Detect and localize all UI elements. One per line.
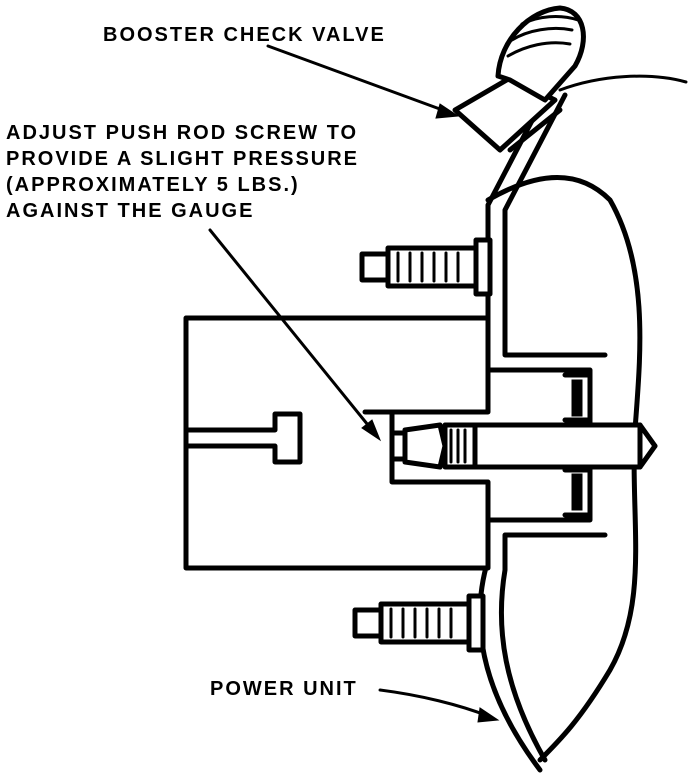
lower-mounting-stud [352,593,486,653]
mounting-flange-inner-lower [498,532,608,763]
booster-check-valve-arrow [266,44,460,119]
upper-mounting-stud [359,237,493,297]
adjust-screw-arrow [208,228,382,442]
housing-top-edge [558,74,688,92]
adjust-label-line-2: PROVIDE A SLIGHT PRESSURE [6,148,360,170]
adjust-push-rod-label: ADJUST PUSH ROD SCREW TO PROVIDE A SLIGH… [6,120,359,224]
adjust-label-line-4: AGAINST THE GAUGE [6,200,255,222]
screw-threads [449,428,467,464]
push-rod [467,422,643,470]
gauge-notch [183,411,303,465]
diaphragm-serrations [571,379,583,511]
power-unit-arrow [378,688,500,723]
gauge-tool [183,315,491,571]
diaphragm-upper [562,372,593,423]
diaphragm-lower [562,467,593,518]
booster-check-valve-label: BOOSTER CHECK VALVE [103,24,386,46]
adjust-label-line-1: ADJUST PUSH ROD SCREW TO [6,122,359,144]
power-unit-label: POWER UNIT [210,678,358,700]
booster-check-valve [452,5,586,153]
mounting-flange-inner [502,92,608,358]
push-rod-tip [637,422,658,449]
adjust-label-line-3: (APPROXIMATELY 5 LBS.) [6,174,300,196]
screw-nut [402,422,448,470]
